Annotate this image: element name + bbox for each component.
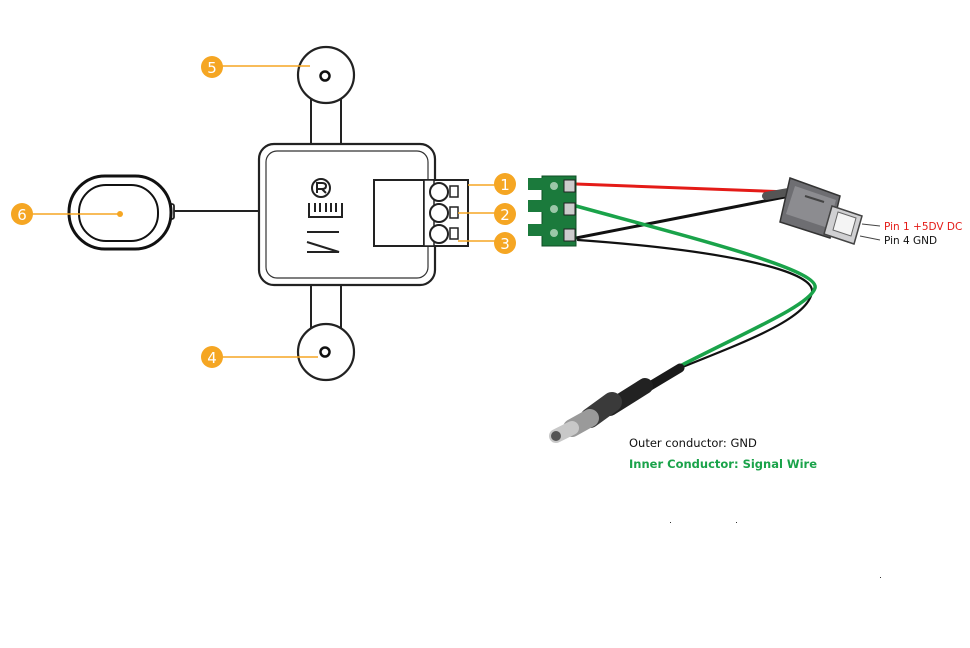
wire-red <box>574 182 792 194</box>
svg-text:2: 2 <box>500 206 510 224</box>
terminal-screw-1 <box>429 182 449 202</box>
svg-text:3: 3 <box>500 235 510 253</box>
wires <box>574 182 817 370</box>
svg-text:5: 5 <box>207 59 217 77</box>
callouts: 1 2 3 4 5 6 <box>11 56 516 368</box>
callout-badge-6: 6 <box>11 203 33 225</box>
callout-badge-3: 3 <box>494 232 516 254</box>
callout-badge-5: 5 <box>201 56 223 78</box>
mounting-ear-top <box>296 45 356 151</box>
terminal-screw-3 <box>429 224 449 244</box>
sensor-device <box>67 45 469 382</box>
device-terminal-block <box>373 179 469 247</box>
callout-badge-2: 2 <box>494 203 516 225</box>
usb-plug <box>762 177 881 245</box>
wire-black-coax <box>576 238 814 370</box>
wire-black-usb <box>574 194 792 240</box>
svg-text:4: 4 <box>207 349 217 367</box>
mounting-hole-top <box>319 70 331 82</box>
inner-conductor-label: Inner Conductor: Signal Wire <box>629 457 817 471</box>
svg-text:1: 1 <box>500 176 510 194</box>
callout-badge-4: 4 <box>201 346 223 368</box>
terminal-screw-2 <box>429 203 449 223</box>
mounting-ear-bottom <box>296 279 356 382</box>
device-logo <box>306 178 343 253</box>
usb-pin1-label: Pin 1 +5DV DC <box>884 221 962 233</box>
svg-text:6: 6 <box>17 206 27 224</box>
callout-badge-1: 1 <box>494 173 516 195</box>
wire-green-coax <box>574 204 817 368</box>
mounting-hole-bottom <box>319 346 331 358</box>
stray-marks <box>670 522 881 578</box>
bnc-connector <box>549 363 685 443</box>
green-terminal-plug <box>528 175 577 247</box>
outer-conductor-label: Outer conductor: GND <box>629 436 757 450</box>
usb-pin4-label: Pin 4 GND <box>884 235 937 247</box>
